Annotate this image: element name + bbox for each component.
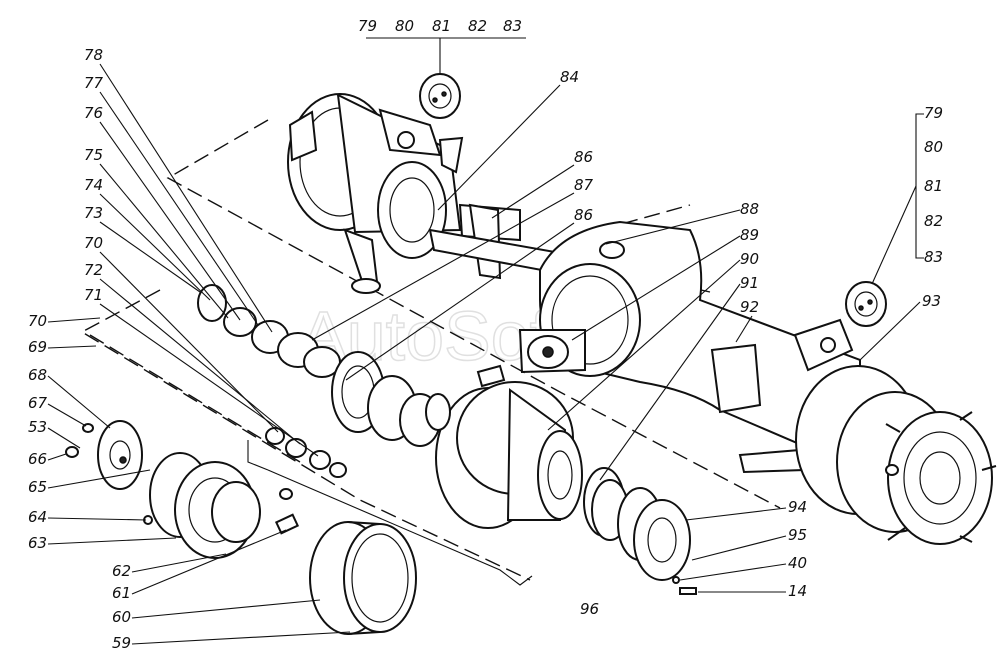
label-75: 75 (84, 146, 103, 164)
right-label-group: 79 80 81 82 83 (871, 104, 943, 285)
axle-housing (518, 220, 861, 474)
bracket-line (247, 440, 269, 471)
label-88: 88 (740, 200, 759, 218)
label-81: 81 (432, 17, 451, 35)
label-86-top: 86 (574, 148, 593, 166)
label-64: 64 (28, 508, 47, 526)
right-bearings (591, 479, 697, 595)
bracket-line-2 (267, 469, 533, 586)
label-62: 62 (112, 562, 131, 580)
label-79: 79 (358, 17, 377, 35)
label-84: 84 (560, 68, 579, 86)
left-parts (65, 420, 300, 559)
label-81-right: 81 (924, 177, 943, 195)
label-80: 80 (395, 17, 414, 35)
label-59: 59 (112, 634, 131, 652)
label-96: 96 (580, 600, 599, 618)
bearing-chain (197, 284, 506, 478)
label-87: 87 (574, 176, 594, 194)
label-76: 76 (84, 104, 103, 122)
label-65: 65 (28, 478, 47, 496)
label-70-left: 70 (28, 312, 47, 330)
ring-gear (309, 521, 417, 635)
label-80-right: 80 (924, 138, 943, 156)
label-63: 63 (28, 534, 47, 552)
label-91: 91 (740, 274, 759, 292)
label-40: 40 (788, 554, 807, 572)
label-79-right: 79 (924, 104, 943, 122)
label-86-mid: 86 (574, 206, 593, 224)
plug-upper (419, 73, 461, 119)
label-78: 78 (84, 46, 103, 64)
label-71: 71 (84, 286, 103, 304)
label-82: 82 (468, 17, 487, 35)
label-83-right: 83 (924, 248, 943, 266)
label-77: 77 (84, 74, 104, 92)
label-70-top: 70 (84, 234, 103, 252)
label-74: 74 (84, 176, 103, 194)
label-94: 94 (788, 498, 807, 516)
label-95: 95 (788, 526, 807, 544)
right-wheel-hub (795, 365, 997, 545)
label-89: 89 (740, 226, 759, 244)
label-72: 72 (84, 261, 103, 279)
label-83: 83 (503, 17, 522, 35)
label-93: 93 (922, 292, 941, 310)
label-69: 69 (28, 338, 47, 356)
label-67: 67 (28, 394, 48, 412)
label-92: 92 (740, 298, 759, 316)
part-labels: 84 86 87 86 78 77 76 75 74 73 70 72 71 7… (28, 46, 941, 652)
label-14: 14 (788, 582, 807, 600)
top-label-group: 79 80 81 82 83 (358, 17, 526, 75)
label-61: 61 (112, 584, 131, 602)
label-73: 73 (84, 204, 103, 222)
label-68: 68 (28, 366, 47, 384)
plug-right (845, 281, 887, 327)
label-90: 90 (740, 250, 759, 268)
label-82-right: 82 (924, 212, 943, 230)
label-66: 66 (28, 450, 47, 468)
label-60: 60 (112, 608, 131, 626)
label-53: 53 (28, 418, 47, 436)
